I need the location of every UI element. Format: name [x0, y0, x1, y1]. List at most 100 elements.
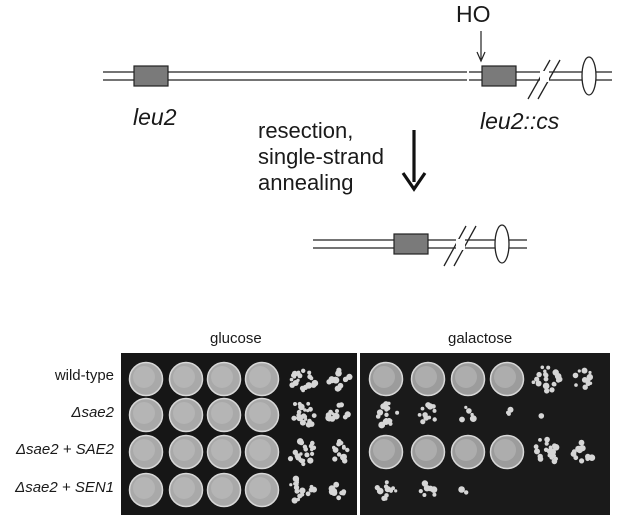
- colony-dot: [298, 414, 304, 420]
- strain-prefix: Δ: [71, 404, 82, 421]
- colony-dot: [340, 454, 347, 461]
- glucose-header: glucose: [210, 330, 262, 347]
- centromere-2: [494, 224, 510, 264]
- colony-dot: [464, 405, 468, 409]
- colony-dot: [346, 412, 350, 417]
- colony-dot: [302, 384, 308, 390]
- colony-spot: [168, 361, 204, 397]
- colony-dot: [384, 480, 389, 485]
- colony-dot: [543, 373, 549, 378]
- colony-dot: [303, 447, 309, 452]
- colony-spot-highlight: [133, 477, 155, 499]
- colony-dot: [310, 440, 315, 446]
- colony-dot: [291, 370, 298, 377]
- colony-spot: [450, 434, 486, 470]
- colony-spot-highlight: [133, 439, 155, 461]
- colony-dot: [469, 415, 477, 422]
- colony-dot: [376, 409, 384, 416]
- colony-dot: [585, 381, 591, 387]
- colony-dot: [375, 414, 381, 419]
- colony-dot: [585, 456, 590, 462]
- colony-dot: [287, 456, 294, 462]
- colony-dot: [418, 489, 423, 494]
- colony-dot: [335, 409, 339, 413]
- colony-spot-highlight: [249, 402, 271, 424]
- colony-dot: [420, 419, 426, 425]
- colony-dot: [292, 449, 298, 455]
- colony-dot: [337, 382, 344, 389]
- colony-dot: [543, 376, 549, 382]
- strain-label-sae2: Δsae2: [71, 405, 114, 420]
- colony-spot: [168, 472, 204, 508]
- colony-dot: [578, 439, 585, 446]
- colony-spot-highlight: [494, 366, 516, 388]
- ho-arrow-head: [476, 51, 486, 63]
- colony-spot-highlight: [173, 439, 195, 461]
- colony-spot: [244, 434, 280, 470]
- colony-dot: [332, 445, 336, 450]
- colony-dot: [432, 408, 437, 413]
- colony-dot: [289, 382, 296, 388]
- colony-dot: [336, 402, 342, 408]
- strain-label-sae2-sen1: Δsae2 + SEN1: [15, 480, 114, 495]
- colony-dot: [326, 379, 332, 385]
- colony-dot: [423, 413, 428, 418]
- colony-spot-highlight: [249, 366, 271, 388]
- colony-spot: [410, 361, 446, 397]
- colony-dot: [470, 412, 474, 417]
- colony-dot: [432, 492, 437, 497]
- colony-dot: [383, 496, 388, 501]
- strain-name: wild-type: [54, 367, 114, 384]
- colony-dot: [581, 367, 588, 374]
- colony-dot: [547, 453, 552, 458]
- colony-dot: [311, 413, 317, 418]
- colony-dot: [391, 486, 395, 491]
- colony-spot-highlight: [211, 366, 233, 388]
- colony-spot-highlight: [494, 439, 516, 461]
- colony-dot: [583, 377, 587, 381]
- colony-dot: [296, 378, 300, 382]
- colony-dot: [582, 384, 588, 390]
- colony-spot: [168, 434, 204, 470]
- colony-dot: [466, 408, 472, 414]
- colony-spot-highlight: [211, 439, 233, 461]
- leu2-label: leu2: [133, 104, 177, 130]
- colony-spot-highlight: [211, 477, 233, 499]
- colony-spot: [368, 434, 404, 470]
- colony-dot: [549, 447, 553, 452]
- colony-dot: [336, 439, 342, 444]
- colony-spot: [128, 361, 164, 397]
- colony-dot: [425, 402, 431, 408]
- colony-dot: [422, 493, 427, 497]
- colony-dot: [378, 488, 382, 493]
- colony-dot: [310, 451, 315, 456]
- colony-dot: [572, 372, 579, 379]
- colony-dot: [577, 369, 581, 373]
- colony-dot: [309, 484, 314, 489]
- glucose-plate: [121, 353, 357, 515]
- glucose-spots: [128, 361, 353, 508]
- colony-spot: [128, 472, 164, 508]
- process-label-line: annealing: [258, 170, 354, 195]
- colony-dot: [459, 416, 465, 423]
- colony-dot: [458, 486, 465, 493]
- colony-dot: [534, 448, 540, 455]
- colony-dot: [427, 415, 432, 420]
- colony-dot: [538, 438, 542, 442]
- colony-spot: [489, 434, 525, 470]
- colony-dot: [588, 370, 592, 375]
- colony-dot: [308, 406, 313, 412]
- break-gap-1: [540, 71, 549, 82]
- colony-dot: [586, 373, 593, 381]
- break-mark-1a: [527, 59, 551, 100]
- colony-spot-highlight: [249, 477, 271, 499]
- colony-dot: [552, 382, 557, 387]
- colony-spot-highlight: [373, 439, 395, 461]
- colony-dot: [332, 376, 339, 383]
- leu2cs-label: leu2::cs: [480, 108, 560, 134]
- colony-dot: [543, 447, 549, 452]
- colony-spot-highlight: [211, 402, 233, 424]
- colony-dot: [577, 445, 583, 451]
